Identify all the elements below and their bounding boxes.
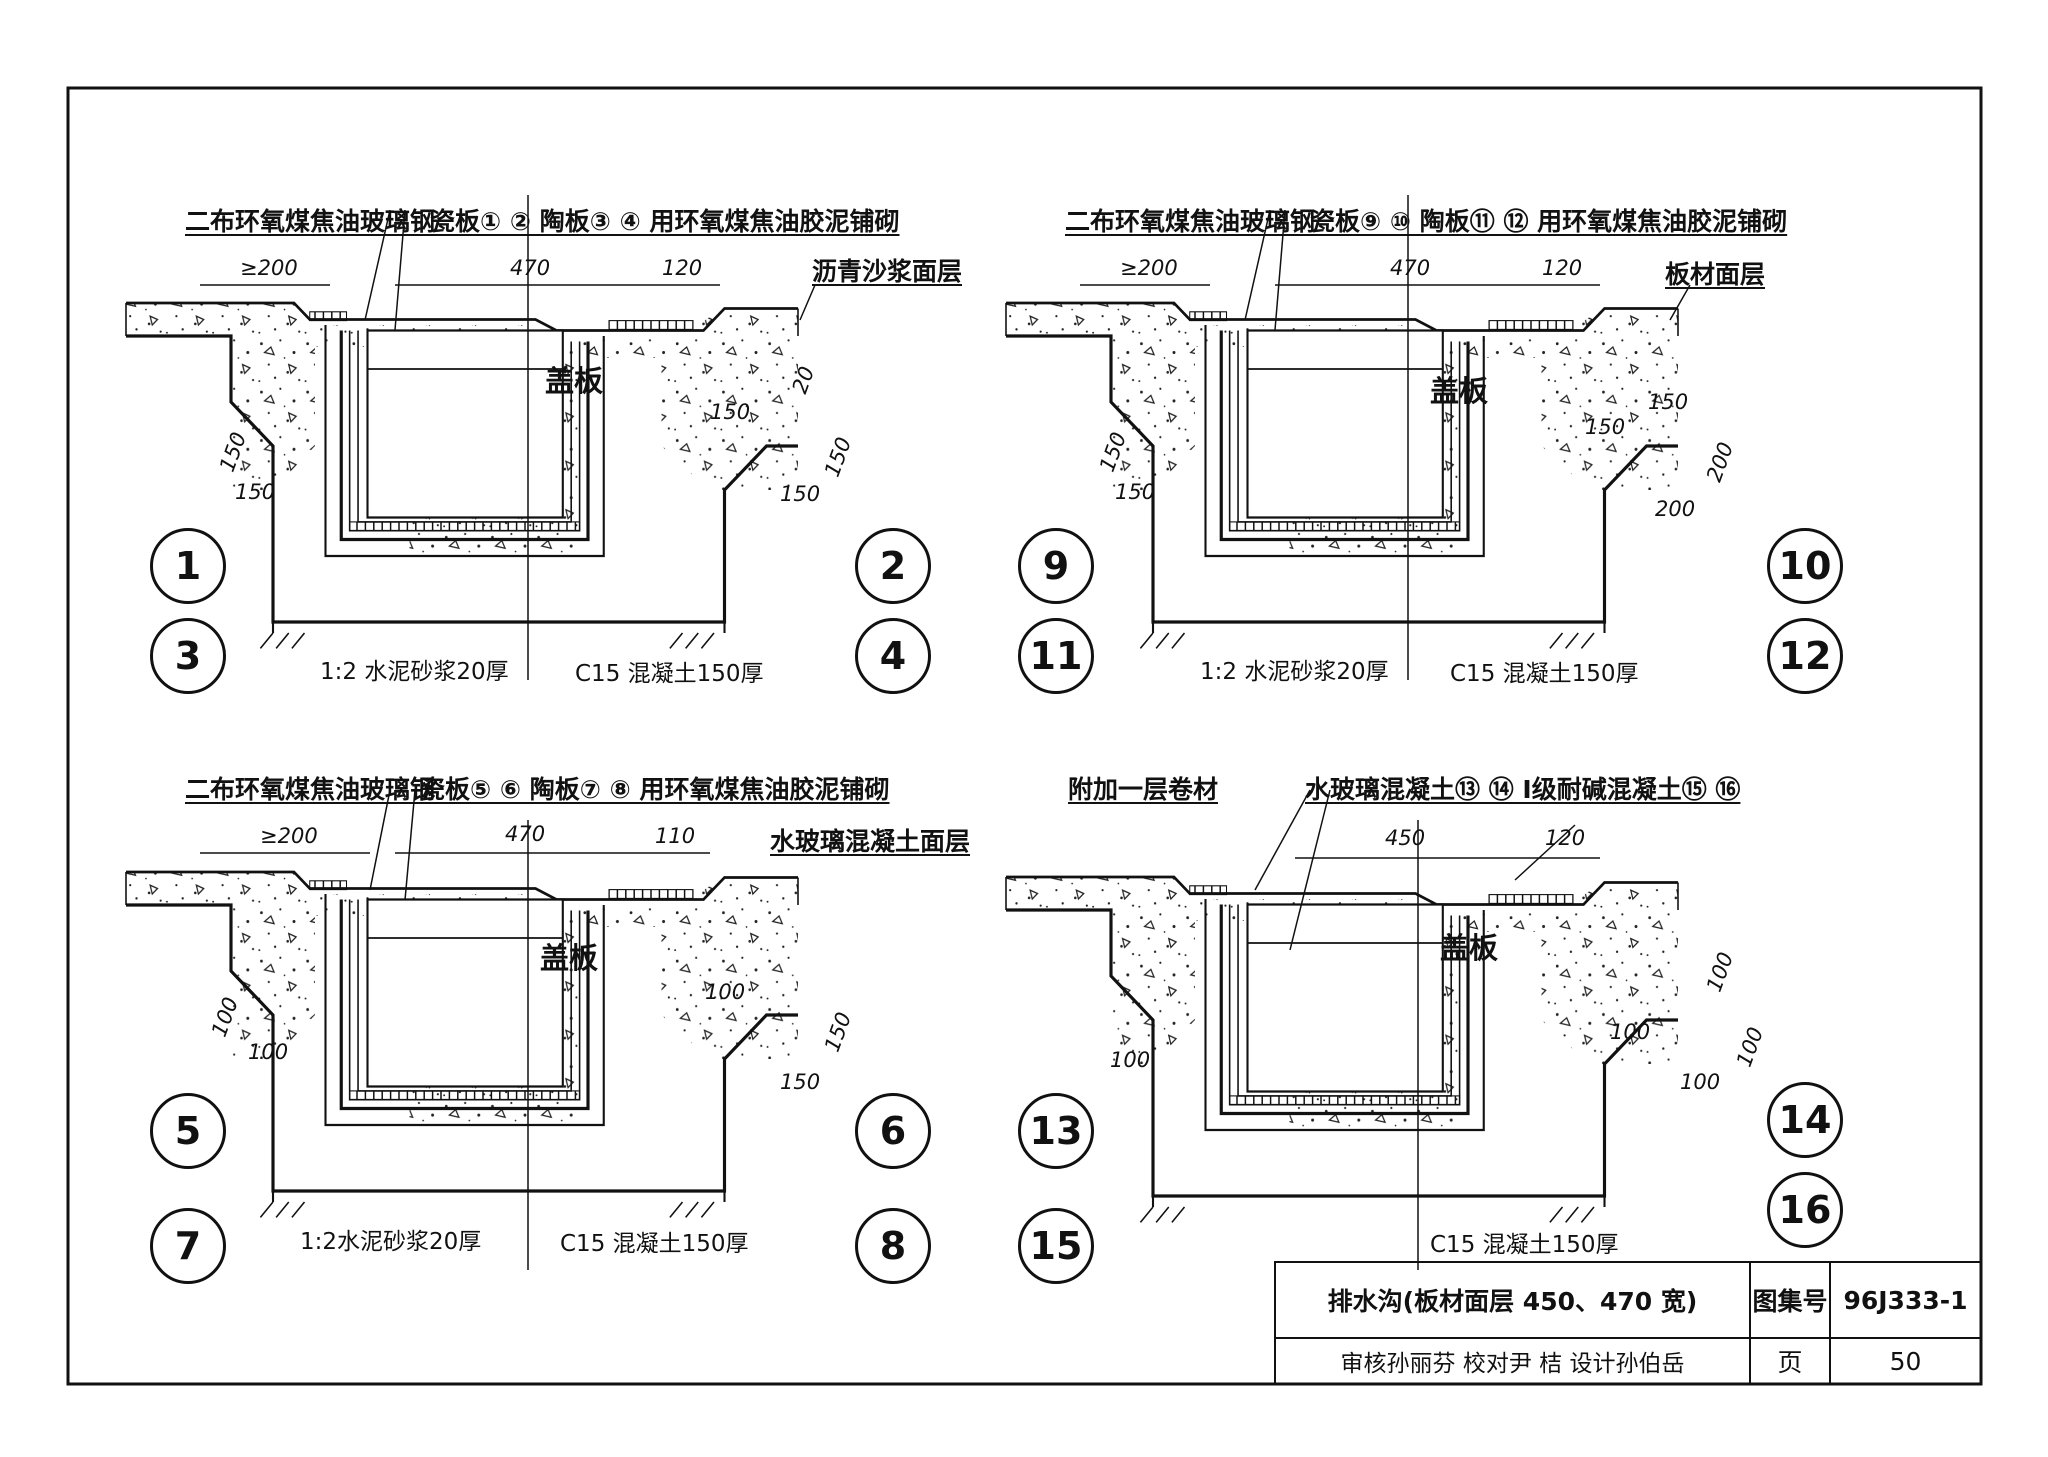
leader-lines	[364, 209, 1691, 951]
detail-4-dim-small-left: 100	[1110, 1048, 1151, 1072]
detail-number-3: 3	[150, 618, 226, 694]
detail-4-dim-side: 120	[1545, 826, 1586, 850]
detail-2-callout-lining: 二布环氧煤焦油玻璃钢	[1065, 207, 1316, 236]
detail-3-callout-tiles: 瓷板⑤ ⑥ 陶板⑦ ⑧ 用环氧煤焦油胶泥铺砌	[420, 775, 890, 804]
drawing-frame	[66, 86, 1983, 1386]
detail-number-14: 14	[1767, 1082, 1843, 1158]
atlas-number: 96J333-1	[1843, 1285, 1968, 1315]
detail-1-dim-width: 470	[510, 256, 551, 280]
detail-3-base-concrete: C15 混凝土150厚	[560, 1231, 749, 1257]
detail-number-8: 8	[855, 1208, 931, 1284]
detail-1-surface-label: 沥青沙浆面层	[812, 257, 963, 286]
detail-1-cover-label: 盖板	[545, 364, 604, 398]
detail-1-dim-small-right-d: 150	[780, 482, 821, 506]
detail-1-callout-tiles: 瓷板① ② 陶板③ ④ 用环氧煤焦油胶泥铺砌	[430, 207, 900, 236]
detail-2-dim-small-right-b: 150	[1648, 390, 1689, 414]
detail-3-dim-width: 470	[505, 822, 546, 846]
detail-4-callout-membrane: 附加一层卷材	[1068, 775, 1219, 804]
page-number: 50	[1889, 1346, 1922, 1376]
detail-number-5: 5	[150, 1093, 226, 1169]
title-block-lines	[1274, 1261, 1982, 1385]
detail-4-section	[1004, 875, 1680, 1225]
detail-3-dim-min: ≥200	[260, 824, 318, 848]
detail-1-section	[124, 301, 800, 651]
detail-1-callout-lining: 二布环氧煤焦油玻璃钢	[185, 207, 436, 236]
detail-number-15: 15	[1018, 1208, 1094, 1284]
detail-4-cover-label: 盖板	[1440, 931, 1499, 965]
detail-3-dim-small-right-c: 150	[780, 1070, 821, 1094]
detail-2-dim-side: 120	[1542, 256, 1583, 280]
detail-number-1: 1	[150, 528, 226, 604]
detail-2-dim-small-left-b: 150	[1115, 480, 1156, 504]
detail-2-dim-small-right-a: 150	[1585, 415, 1626, 439]
detail-2-dim-small-right-d: 200	[1655, 497, 1696, 521]
dimension-lines	[200, 284, 1600, 859]
detail-1-dim-min: ≥200	[240, 256, 298, 280]
detail-number-6: 6	[855, 1093, 931, 1169]
signature-row: 审核孙丽芬 校对尹 桔 设计孙伯岳	[1340, 1351, 1685, 1377]
detail-2-surface-label: 板材面层	[1665, 260, 1766, 289]
detail-1-base-mortar: 1:2 水泥砂浆20厚	[320, 659, 509, 685]
detail-4-dim-small-right-d: 100	[1680, 1070, 1721, 1094]
page-label: 页	[1777, 1348, 1803, 1377]
atlas-label: 图集号	[1752, 1287, 1828, 1316]
detail-3-base-mortar: 1:2水泥砂浆20厚	[300, 1229, 482, 1255]
detail-number-16: 16	[1767, 1172, 1843, 1248]
detail-4-base-concrete: C15 混凝土150厚	[1430, 1232, 1619, 1258]
detail-3-section	[124, 870, 800, 1220]
detail-2-dim-width: 470	[1390, 256, 1431, 280]
detail-4-callout-concrete: 水玻璃混凝土⑬ ⑭ Ⅰ级耐碱混凝土⑮ ⑯	[1305, 775, 1741, 804]
detail-2-section	[1004, 301, 1680, 651]
detail-3-dim-small-left-b: 100	[248, 1040, 289, 1064]
detail-number-11: 11	[1018, 618, 1094, 694]
detail-number-4: 4	[855, 618, 931, 694]
detail-number-9: 9	[1018, 528, 1094, 604]
detail-number-2: 2	[855, 528, 931, 604]
detail-3-cover-label: 盖板	[540, 941, 599, 975]
detail-1-dim-small-right-a: 150	[710, 400, 751, 424]
detail-number-12: 12	[1767, 618, 1843, 694]
detail-1-base-concrete: C15 混凝土150厚	[575, 661, 764, 687]
detail-3-callout-lining: 二布环氧煤焦油玻璃钢	[185, 775, 436, 804]
drawing-title: 排水沟(板材面层 450、470 宽)	[1327, 1287, 1698, 1316]
detail-number-10: 10	[1767, 528, 1843, 604]
detail-3-dim-small-right-a: 100	[705, 980, 746, 1004]
detail-2-callout-tiles: 瓷板⑨ ⑩ 陶板⑪ ⑫ 用环氧煤焦油胶泥铺砌	[1310, 207, 1788, 236]
detail-4-dim-width: 450	[1385, 826, 1426, 850]
detail-3-dim-side: 110	[655, 824, 696, 848]
detail-1-dim-side: 120	[662, 256, 703, 280]
detail-2-cover-label: 盖板	[1430, 374, 1489, 408]
detail-2-base-concrete: C15 混凝土150厚	[1450, 661, 1639, 687]
center-axis-lines	[527, 195, 1419, 1270]
detail-number-7: 7	[150, 1208, 226, 1284]
detail-3-surface-label: 水玻璃混凝土面层	[770, 827, 971, 856]
detail-2-dim-min: ≥200	[1120, 256, 1178, 280]
detail-1-dim-small-left-b: 150	[235, 480, 276, 504]
detail-2-base-mortar: 1:2 水泥砂浆20厚	[1200, 659, 1389, 685]
detail-4-dim-small-right-b: 100	[1610, 1020, 1651, 1044]
detail-number-13: 13	[1018, 1093, 1094, 1169]
